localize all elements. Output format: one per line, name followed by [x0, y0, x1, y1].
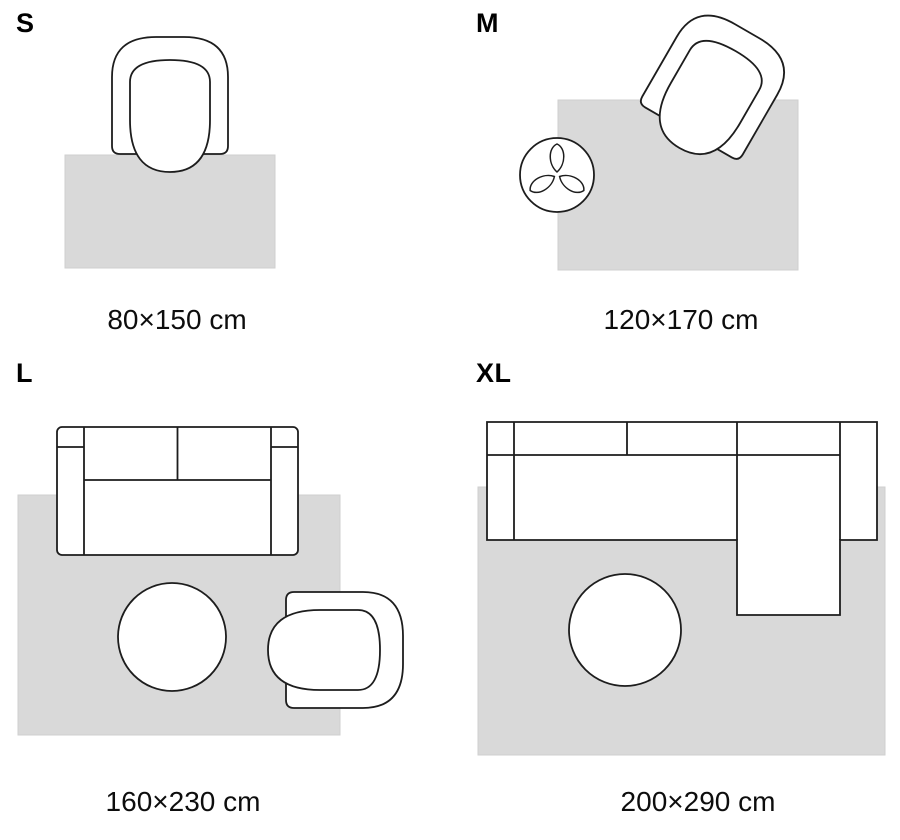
size-caption-xl: 200×290 cm — [620, 786, 776, 817]
sofa-icon — [56, 426, 299, 556]
plant-icon — [519, 137, 595, 213]
size-card-m: M 120×170 cm — [450, 0, 900, 350]
size-card-s: S 80×150 cm — [0, 0, 450, 350]
corner-sofa-outline — [486, 421, 878, 616]
size-label-s: S — [16, 8, 35, 38]
size-label-m: M — [476, 8, 499, 38]
size-label-l: L — [16, 358, 33, 388]
size-card-xl: XL 200×290 cm — [450, 350, 900, 840]
rug-shape-s — [64, 154, 276, 269]
corner-sofa-cushion-lines — [487, 422, 841, 540]
size-caption-s: 80×150 cm — [107, 304, 247, 335]
armchair-icon — [111, 36, 229, 173]
rug-diagram-l — [17, 426, 404, 736]
round-pouf-icon — [117, 582, 227, 692]
rug-diagram-s — [64, 36, 276, 269]
plant-leaf — [558, 174, 585, 194]
rug-diagram-m — [519, 1, 799, 271]
round-pouf-icon — [568, 573, 682, 687]
sofa-cushion-lines — [57, 427, 298, 555]
size-label-xl: XL — [476, 358, 512, 388]
armchair-icon — [267, 591, 404, 709]
corner-sofa-icon — [486, 421, 878, 616]
size-caption-l: 160×230 cm — [105, 786, 261, 817]
size-card-l: L 160×230 cm — [0, 350, 450, 840]
plant-pot — [519, 137, 595, 213]
plant-leaf — [529, 174, 556, 194]
plant-leaf — [549, 143, 565, 174]
rug-diagram-xl — [477, 421, 886, 756]
size-caption-m: 120×170 cm — [603, 304, 759, 335]
